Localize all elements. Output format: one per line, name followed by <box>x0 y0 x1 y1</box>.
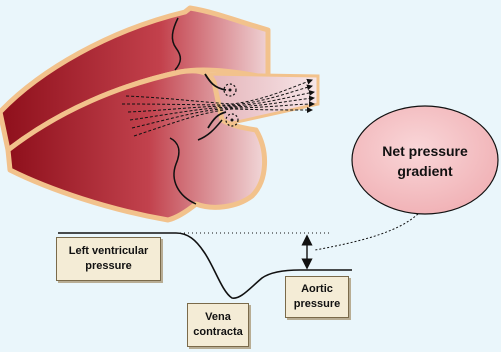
vena-contracta-line1: Vena <box>193 310 243 325</box>
vena-contracta-line2: contracta <box>193 325 243 340</box>
net-pressure-gradient-line1: Net pressure <box>352 141 498 161</box>
left-ventricular-pressure-line2: pressure <box>69 259 148 274</box>
left-ventricular-pressure-label: Left ventricular pressure <box>56 237 161 281</box>
aortic-pressure-line1: Aortic <box>294 282 340 297</box>
gradient-leader-line <box>315 214 418 250</box>
left-ventricular-pressure-line1: Left ventricular <box>69 244 148 259</box>
aortic-pressure-line2: pressure <box>294 297 340 312</box>
aortic-pressure-label: Aortic pressure <box>285 276 349 318</box>
net-pressure-gradient-label: Net pressure gradient <box>352 141 498 181</box>
net-pressure-gradient-line2: gradient <box>352 161 498 181</box>
vena-contracta-label: Vena contracta <box>187 303 249 347</box>
